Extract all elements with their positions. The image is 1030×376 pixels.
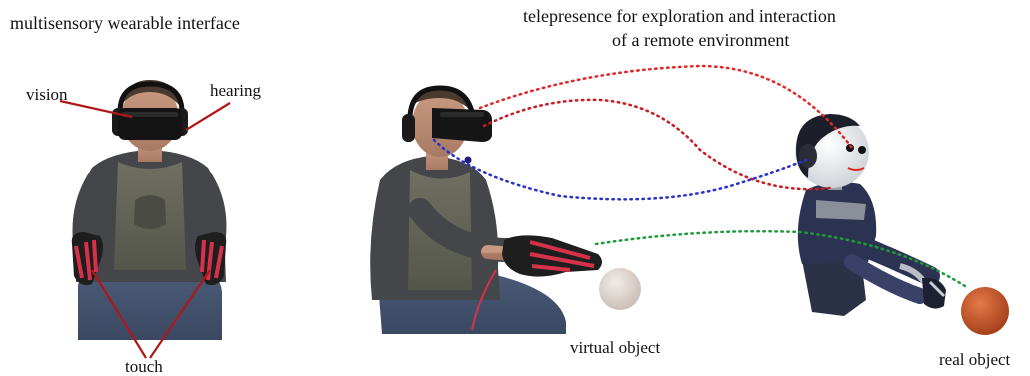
real-object-ball [961, 287, 1009, 335]
audio-link-dotted-line [432, 138, 808, 201]
left-panel-title: multisensory wearable interface [10, 13, 240, 33]
label-real-object: real object [939, 350, 1011, 369]
label-hearing: hearing [210, 81, 261, 100]
vision-pointer-line [59, 99, 133, 119]
left-operator-figure [71, 80, 227, 340]
hearing-pointer-line [185, 102, 231, 131]
label-virtual-object: virtual object [570, 338, 661, 357]
annotation-lines [59, 99, 231, 359]
humanoid-robot [795, 114, 946, 316]
touch-pointer-line-right [149, 269, 211, 359]
label-touch: touch [125, 357, 163, 376]
hearing-link-dotted-line [482, 98, 832, 191]
touch-link-dotted-line [594, 229, 970, 290]
touch-pointer-line-left [91, 269, 147, 359]
virtual-object-ball [599, 268, 641, 310]
right-panel-title-line-1: telepresence for exploration and interac… [523, 6, 836, 26]
right-panel-title-line-2: of a remote environment [612, 30, 790, 50]
label-vision: vision [26, 85, 68, 104]
right-operator-figure [370, 85, 602, 334]
mic-dot [464, 156, 472, 164]
